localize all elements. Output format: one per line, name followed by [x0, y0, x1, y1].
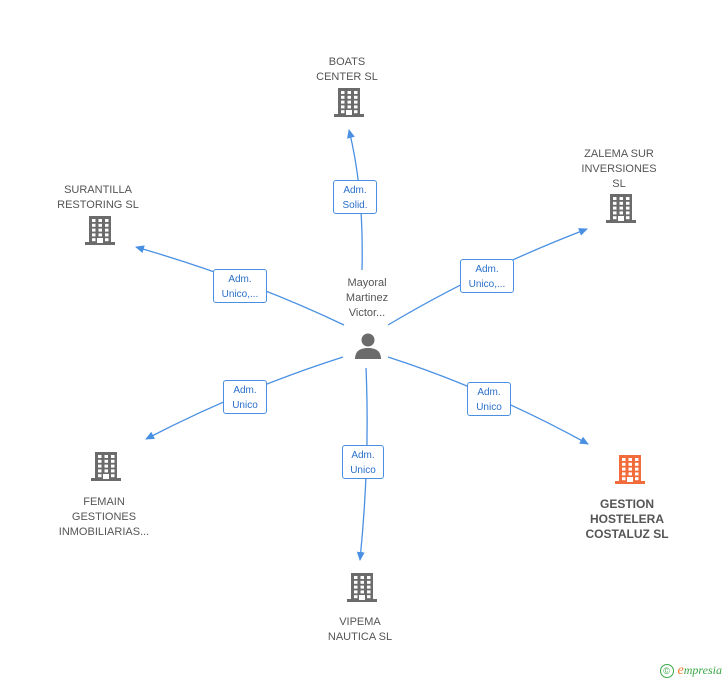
empresia-logo: ©empresia	[659, 663, 722, 679]
company-label-boats: BOATS CENTER SL	[316, 56, 378, 83]
relation-badge-vipema[interactable]: Adm. Unico	[342, 445, 384, 479]
building-icon-gestion[interactable]	[615, 455, 645, 484]
company-label-gestion: GESTION HOSTELERA COSTALUZ SL	[585, 496, 669, 541]
relation-badge-surantilla[interactable]: Adm. Unico,...	[213, 269, 267, 303]
relation-badge-boats[interactable]: Adm. Solid.	[333, 180, 377, 214]
relation-badge-gestion[interactable]: Adm. Unico	[467, 382, 511, 416]
company-label-femain: FEMAIN GESTIONES INMOBILIARIAS...	[58, 495, 150, 538]
building-icon-boats[interactable]	[334, 88, 364, 117]
building-icon-vipema[interactable]	[347, 573, 377, 602]
building-icon-femain[interactable]	[91, 452, 121, 481]
copyright-icon: ©	[659, 664, 674, 679]
relation-badge-femain[interactable]: Adm. Unico	[223, 380, 267, 414]
company-label-vipema: VIPEMA NAUTICA SL	[327, 616, 393, 643]
person-icon[interactable]	[355, 333, 381, 360]
building-icon-surantilla[interactable]	[85, 216, 115, 245]
center-person-label: Mayoral Martinez Victor...	[345, 277, 389, 319]
brand-initial: e	[677, 663, 684, 678]
company-label-zalema: ZALEMA SUR INVERSIONES SL	[581, 147, 657, 190]
building-icon-zalema[interactable]	[606, 194, 636, 223]
brand-text: mpresia	[683, 663, 722, 677]
relation-badge-zalema[interactable]: Adm. Unico,...	[460, 259, 514, 293]
company-label-surantilla: SURANTILLA RESTORING SL	[57, 184, 139, 211]
